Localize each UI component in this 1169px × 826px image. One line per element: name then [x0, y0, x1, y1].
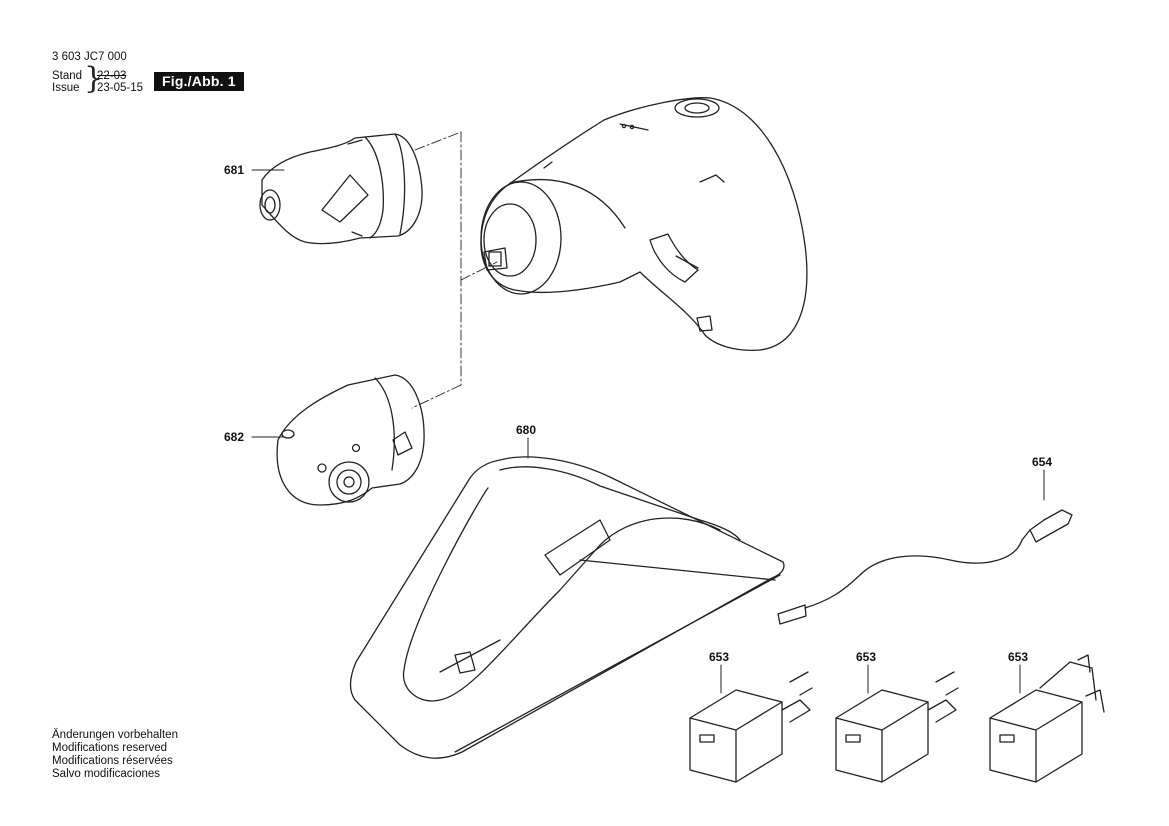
screwdriver-body [480, 97, 808, 351]
issue-date: 23-05-15 [97, 82, 144, 94]
note-de: Änderungen vorbehalten [52, 729, 178, 741]
document-number: 3 603 JC7 000 [52, 51, 127, 63]
issue-label: Issue [52, 82, 80, 94]
attachment-682 [276, 374, 425, 506]
alignment-lines [411, 131, 498, 409]
brace-icon: } [84, 61, 104, 96]
note-en: Modifications reserved [52, 742, 168, 754]
callout-653-a: 653 [709, 650, 729, 664]
callout-653-b: 653 [856, 650, 876, 664]
callout-682: 682 [224, 430, 244, 444]
callout-654: 654 [1032, 455, 1052, 469]
usb-cable-654 [777, 509, 1073, 625]
callout-680: 680 [516, 423, 536, 437]
stand-label: Stand [52, 70, 83, 82]
attachment-681 [259, 133, 423, 245]
note-es: Salvo modificaciones [52, 768, 161, 780]
callout-653-c: 653 [1008, 650, 1028, 664]
charging-dock-680 [349, 456, 785, 759]
modification-notes: Änderungen vorbehalten Modifications res… [52, 729, 178, 781]
leader-lines [251, 169, 1045, 694]
plug-653-a [689, 671, 813, 783]
plug-653-b [835, 671, 959, 783]
callout-681: 681 [224, 163, 244, 177]
stand-date: 22-03 [97, 70, 127, 82]
note-fr: Modifications réservées [52, 755, 173, 767]
figure-label: Fig./Abb. 1 [154, 72, 244, 91]
plug-653-c [989, 654, 1105, 783]
